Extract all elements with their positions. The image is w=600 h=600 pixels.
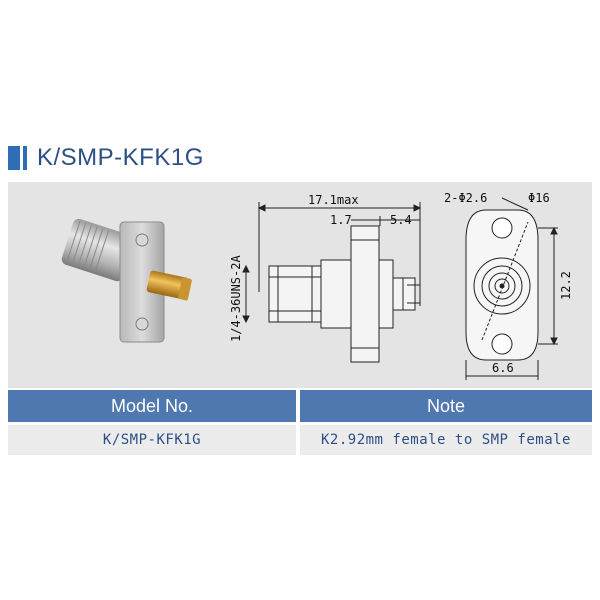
table-header-row: Model No. Note — [8, 390, 592, 422]
front-view-drawing — [465, 197, 558, 380]
photo-flange-hole-bottom — [135, 317, 149, 331]
product-title-bar: K/SMP-KFK1G — [8, 144, 204, 171]
overall-length-label: 17.1max — [308, 193, 359, 207]
product-drawing-panel: 17.1max 1.7 5.4 1/4-36UNS-2A 2-Φ2.6 Φ1 — [8, 182, 592, 388]
flange-width-label: 6.6 — [492, 361, 514, 375]
dim-b-label: 5.4 — [390, 213, 412, 227]
dim-a-label: 1.7 — [330, 213, 352, 227]
diameter-label: Φ16 — [528, 191, 550, 205]
connector-illustrations: 17.1max 1.7 5.4 1/4-36UNS-2A 2-Φ2.6 Φ1 — [61, 191, 573, 380]
connector-photo — [61, 218, 192, 343]
photo-thread-body — [61, 218, 135, 282]
spec-table: Model No. Note K/SMP-KFK1G K2.92mm femal… — [8, 390, 592, 455]
thread-spec-label: 1/4-36UNS-2A — [229, 255, 243, 342]
page-title: K/SMP-KFK1G — [37, 144, 204, 171]
table-row: K/SMP-KFK1G K2.92mm female to SMP female — [8, 425, 592, 455]
photo-smp-tip — [178, 277, 192, 301]
hole-spacing-label: 12.2 — [559, 271, 573, 300]
header-note: Note — [300, 390, 592, 422]
photo-flange-hole-top — [135, 233, 149, 247]
title-bar-icon — [8, 146, 27, 170]
photo-smp-pin — [146, 270, 190, 300]
holes-label: 2-Φ2.6 — [444, 191, 487, 205]
side-view-drawing — [242, 202, 422, 363]
photo-thread-lines — [65, 220, 110, 273]
header-model-no: Model No. — [8, 390, 296, 422]
cell-note: K2.92mm female to SMP female — [300, 425, 592, 455]
cell-model: K/SMP-KFK1G — [8, 425, 296, 455]
